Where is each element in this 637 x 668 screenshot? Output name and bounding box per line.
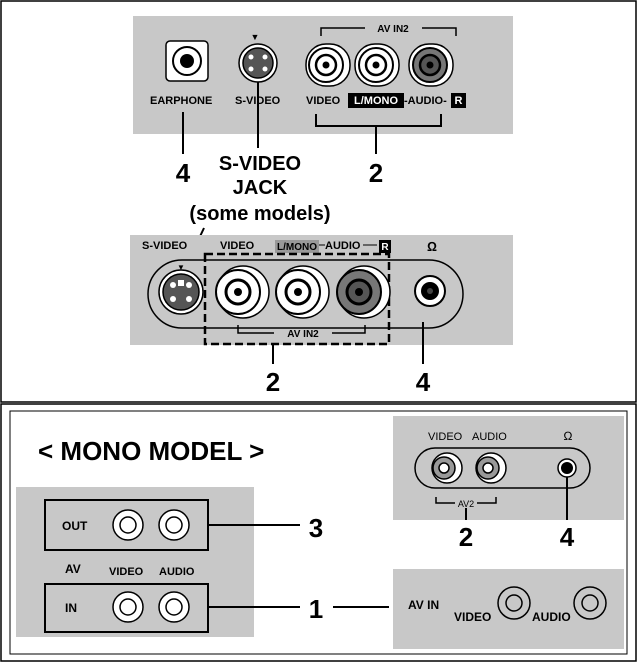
top-r-label: R: [455, 95, 463, 107]
mono-in-label: IN: [65, 601, 77, 615]
mono-model-title: < MONO MODEL >: [38, 436, 264, 466]
mid-callout-av: 2: [266, 367, 280, 397]
svideo-note-line1: S-VIDEO: [219, 153, 301, 175]
mid-svideo-marker-icon: ▼: [177, 263, 185, 272]
mid-svideo-label: S-VIDEO: [142, 240, 188, 252]
mid-earphone-jack: [414, 275, 446, 307]
top-lmono-label: L/MONO: [354, 95, 398, 107]
top-callout-av: 2: [369, 158, 383, 188]
mono-out-label: OUT: [62, 519, 88, 533]
mono-front-video-jack: [431, 452, 463, 484]
mono-front-video-label: VIDEO: [428, 431, 463, 443]
mono-audio-label: AUDIO: [159, 566, 195, 578]
mono-side-av-in-label: AV IN: [408, 598, 439, 612]
mid-audio-r-jack: [336, 265, 391, 319]
mono-in-audio-jack: [158, 591, 190, 623]
mid-lmono-label: L/MONO: [277, 242, 317, 253]
svideo-note-line2: JACK: [233, 177, 288, 199]
mid-lmono-jack: [275, 265, 330, 319]
mono-callout-out: 3: [309, 513, 323, 543]
top-video-jack: [305, 43, 351, 87]
mono-front-av2-label: AV2: [458, 499, 474, 509]
top-audio-label: -AUDIO-: [404, 95, 447, 107]
svideo-note-line3: (some models): [189, 203, 330, 225]
mid-callout-earphone: 4: [416, 367, 431, 397]
mono-av-label: AV: [65, 562, 81, 576]
mono-side-audio-jack: [573, 586, 607, 620]
mid-av-in2-label: AV IN2: [287, 329, 319, 340]
mono-rear-av-panel: OUT AV VIDEO AUDIO IN: [16, 487, 254, 637]
mid-video-label: VIDEO: [220, 240, 255, 252]
svideo-marker-icon: ▼: [251, 32, 260, 42]
top-svideo-jack: ▼: [238, 32, 278, 83]
mono-side-video-jack: [497, 586, 531, 620]
mono-front-callout-earphone: 4: [560, 522, 575, 552]
mono-side-audio-label: AUDIO: [532, 610, 571, 624]
earphone-label: EARPHONE: [150, 95, 212, 107]
mono-callout-in: 1: [309, 594, 323, 624]
mono-out-video-jack: [112, 509, 144, 541]
mono-front-panel: VIDEO AUDIO Ω AV2: [393, 416, 624, 520]
mono-side-video-label: VIDEO: [454, 610, 491, 624]
mono-front-callout-av: 2: [459, 522, 473, 552]
mono-video-label: VIDEO: [109, 566, 144, 578]
mid-headphone-icon: Ω: [427, 239, 437, 254]
mono-front-earphone-jack: [557, 458, 577, 478]
mono-front-headphone-icon: Ω: [563, 429, 572, 443]
mono-front-audio-label: AUDIO: [472, 431, 507, 443]
top-panel: EARPHONE ▼ S-VIDEO AV IN2: [133, 16, 513, 134]
mid-video-jack: [215, 265, 270, 319]
mono-out-audio-jack: [158, 509, 190, 541]
mono-inner-frame: [9, 410, 628, 655]
mono-side-av-panel: AV IN VIDEO AUDIO: [393, 569, 624, 649]
mid-r-label: R: [381, 242, 389, 253]
top-video-label: VIDEO: [306, 95, 341, 107]
middle-panel: S-VIDEO VIDEO L/MONO AUDIO R Ω ▼: [130, 235, 513, 346]
mono-in-video-jack: [112, 591, 144, 623]
top-av-in2-label: AV IN2: [377, 24, 409, 35]
svideo-jack-note: S-VIDEO JACK (some models): [189, 153, 330, 225]
top-lmono-jack: [354, 43, 400, 87]
top-callout-earphone: 4: [176, 158, 191, 188]
top-audio-r-jack: [408, 43, 454, 87]
earphone-jack: [165, 40, 209, 82]
mid-svideo-jack: ▼: [158, 263, 204, 315]
mid-audio-label: AUDIO: [325, 240, 361, 252]
mono-front-audio-jack: [475, 452, 507, 484]
